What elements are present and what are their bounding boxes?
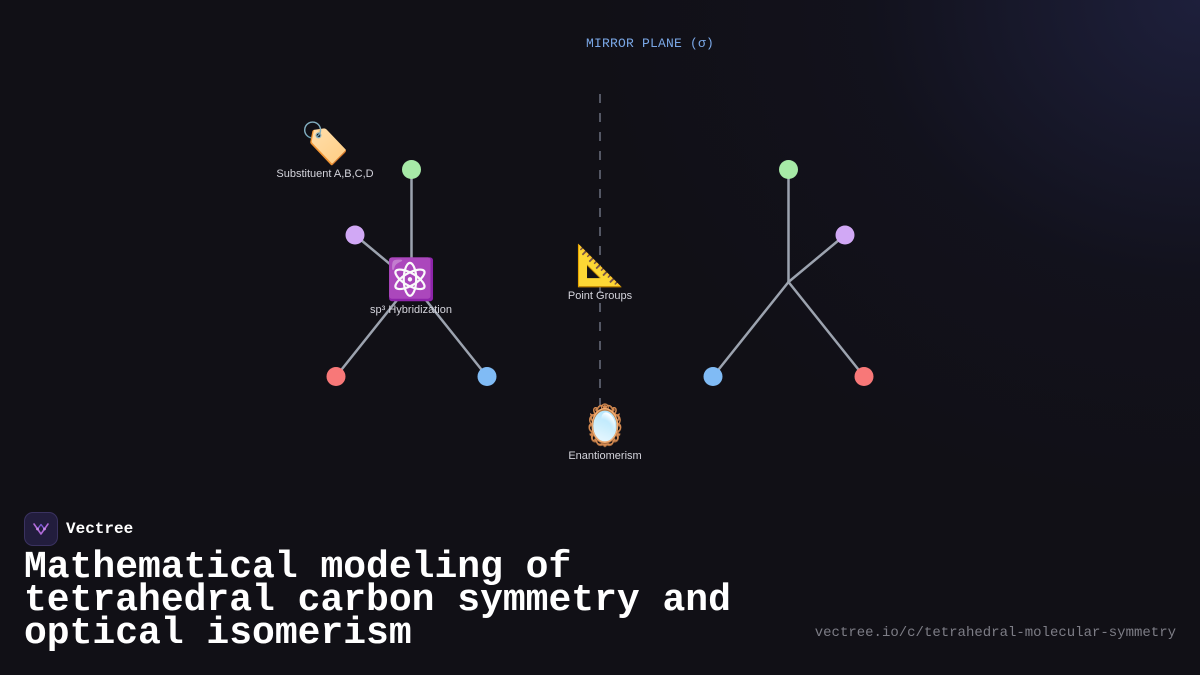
triangular-ruler-icon: 📐 <box>575 243 625 289</box>
atom-left-red <box>326 367 346 386</box>
annotation-point-groups: 📐 Point Groups <box>540 244 660 302</box>
bond-left-lower-right <box>410 280 489 378</box>
bond-left-upper <box>353 233 413 284</box>
atom-right-blue <box>703 367 723 386</box>
annotation-label-enantiomerism: Enantiomerism <box>568 450 642 462</box>
atom-right-red <box>854 367 874 386</box>
annotation-label-hybridization: sp³ Hybridization <box>370 304 452 316</box>
atom-left-blue <box>477 367 497 386</box>
annotation-label-substituent: Substituent A,B,C,D <box>276 168 374 180</box>
page-title: Mathematical modeling of tetrahedral car… <box>24 546 731 655</box>
page-url[interactable]: vectree.io/c/tetrahedral-molecular-symme… <box>814 625 1176 641</box>
mirror-plane-title: MIRROR PLANE (σ) <box>585 36 715 51</box>
atom-left-green <box>402 160 421 179</box>
atom-right-green <box>779 160 798 179</box>
bond-right-lower-right <box>787 280 866 378</box>
atom-right-purple <box>835 225 855 245</box>
tag-icon: 🏷️ <box>300 121 350 167</box>
annotation-hybridization: ⚛️ sp³ Hybridization <box>351 258 471 316</box>
bond-left-lower-left <box>334 280 413 378</box>
bond-right-lower-left <box>711 280 790 378</box>
annotation-substituent: 🏷️ Substituent A,B,C,D <box>265 122 385 180</box>
mirror-icon: 🪞 <box>580 403 630 449</box>
molecule-left <box>326 160 497 386</box>
annotation-enantiomerism: 🪞 Enantiomerism <box>545 404 665 462</box>
vectree-logo-icon <box>24 512 58 546</box>
brand-name: Vectree <box>66 520 134 538</box>
molecule-right <box>703 160 874 386</box>
brand: Vectree <box>24 512 133 546</box>
bond-right-upper <box>787 233 847 284</box>
atom-icon: ⚛️ <box>386 257 436 303</box>
annotation-label-point-groups: Point Groups <box>567 290 633 302</box>
atom-left-purple <box>345 225 365 245</box>
